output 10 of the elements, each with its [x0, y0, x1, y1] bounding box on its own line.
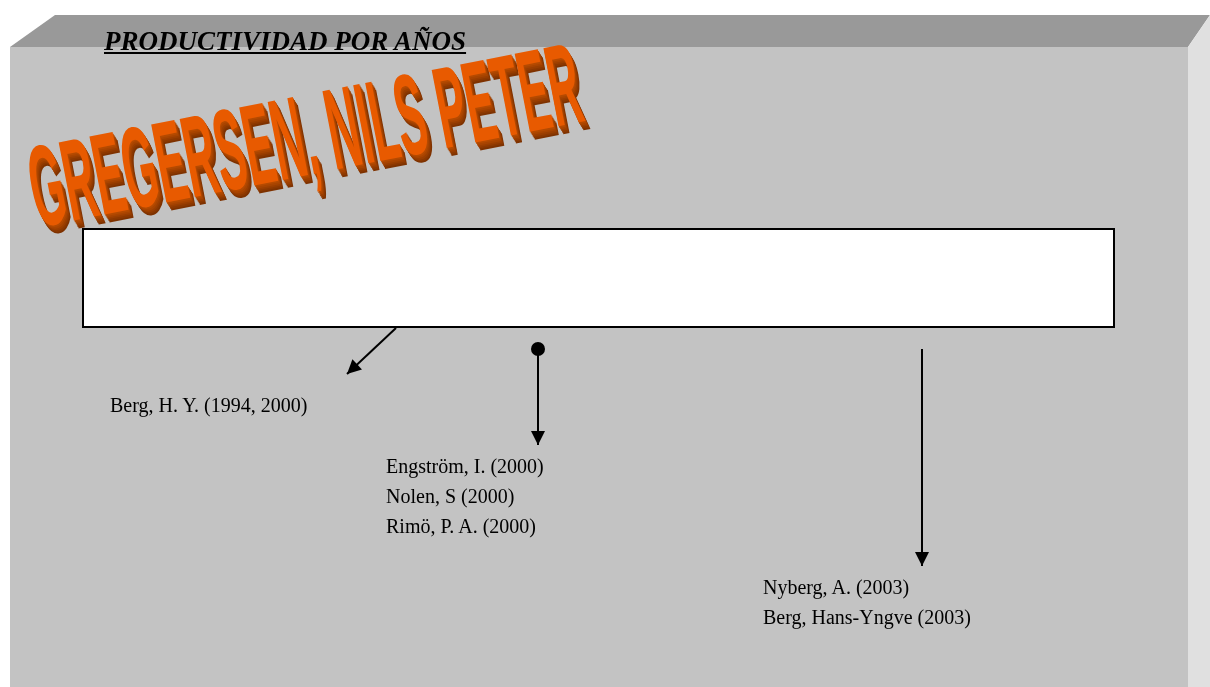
- author-entry: Nyberg, A. (2003): [763, 575, 911, 601]
- arrow: [531, 342, 545, 446]
- timeline-bar: [82, 228, 1115, 328]
- author-entry: Berg, H. Y. (1994, 2000): [110, 393, 309, 419]
- author-entry: Nolen, S (2000): [386, 484, 516, 510]
- author-entry: Rimö, P. A. (2000): [386, 514, 538, 540]
- author-entry: Berg, Hans-Yngve (2003): [763, 605, 972, 631]
- arrow: [915, 348, 929, 567]
- arrow: [346, 327, 397, 375]
- author-entry: Engström, I. (2000): [386, 454, 545, 480]
